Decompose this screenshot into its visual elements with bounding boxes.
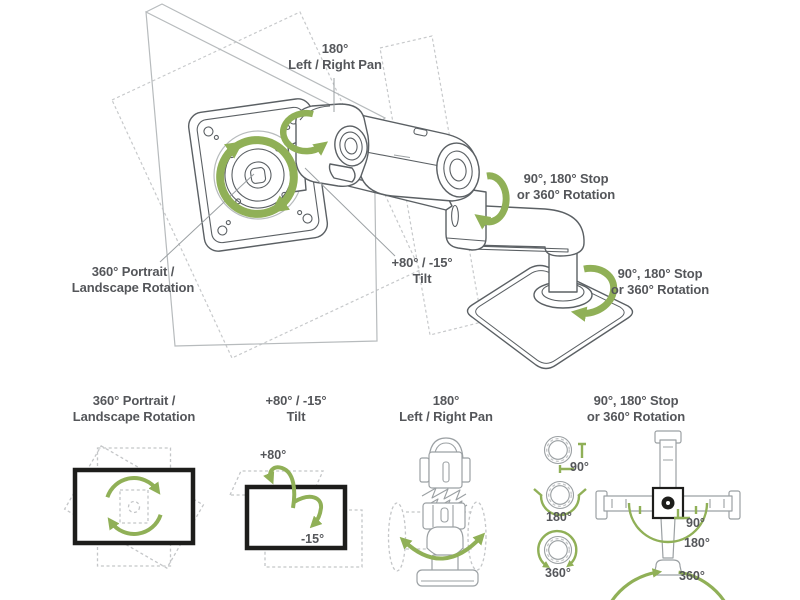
overhead-90-label: 90° [686, 516, 705, 530]
mini-tilt-diagram: +80° -15° [228, 448, 363, 568]
riser-column [533, 251, 593, 309]
label-tilt: +80° / -15° Tilt [342, 255, 502, 287]
label-tilt-line1: +80° / -15° [391, 255, 453, 270]
label-pan: 180° Left / Right Pan [255, 41, 415, 73]
ring-90-label: 90° [570, 460, 589, 474]
leader-lines [159, 78, 396, 263]
ring-360-label: 360° [545, 566, 571, 580]
base-arrow [570, 264, 618, 322]
mini-stops-diagram: 90° 180° 360° [533, 430, 741, 600]
pan-arrow [280, 109, 329, 156]
stop-ring-180: 180° [533, 480, 587, 524]
mini-tilt-title-line1: +80° / -15° [265, 393, 327, 408]
mini-rotation-diagram [63, 445, 205, 569]
elbow-joint [445, 185, 487, 251]
tilt-up-value: +80° [260, 448, 286, 462]
label-tilt-line2: Tilt [412, 271, 432, 286]
rotation-arrows [216, 109, 618, 322]
mini-tilt-title: +80° / -15° Tilt [216, 393, 376, 425]
label-base-stop: 90°, 180° Stop or 360° Rotation [580, 266, 740, 298]
label-pan-line2: Left / Right Pan [288, 57, 382, 72]
overhead-360-label: 360° [679, 569, 705, 583]
upper-arm-link [339, 113, 480, 211]
mini-tilt-title-line2: Tilt [286, 409, 306, 424]
label-portrait-rotation: 360° Portrait / Landscape Rotation [43, 264, 223, 296]
elbow-arrow [474, 172, 510, 230]
mini-pan-title-line2: Left / Right Pan [399, 409, 493, 424]
mini-rotation-title: 360° Portrait / Landscape Rotation [44, 393, 224, 425]
mini-stops-title-line2: or 360° Rotation [586, 409, 686, 424]
label-elbow-line2: or 360° Rotation [516, 187, 616, 202]
label-elbow-stop: 90°, 180° Stop or 360° Rotation [486, 171, 646, 203]
label-portrait-line2: Landscape Rotation [71, 280, 195, 295]
overhead-view: 90° 180° 360° [595, 430, 741, 600]
mini-pan-title-line1: 180° [432, 393, 460, 408]
label-portrait-line1: 360° Portrait / [91, 264, 175, 279]
stop-ring-90: 90° [543, 435, 589, 474]
plate-rotation-arrow [216, 141, 287, 218]
mini-stops-title: 90°, 180° Stop or 360° Rotation [556, 393, 716, 425]
mini-rotation-title-line1: 360° Portrait / [92, 393, 176, 408]
overhead-180-label: 180° [684, 536, 710, 550]
stop-ring-360: 360° [537, 529, 578, 580]
mini-pan-diagram [387, 437, 487, 587]
mini-rotation-title-line2: Landscape Rotation [72, 409, 196, 424]
plate-rotation-arrow [227, 136, 298, 213]
ring-180-label: 180° [546, 510, 572, 524]
mini-pan-title: 180° Left / Right Pan [366, 393, 526, 425]
tilt-down-value: -15° [301, 532, 324, 546]
mini-stops-title-line1: 90°, 180° Stop [593, 393, 679, 408]
label-pan-line1: 180° [321, 41, 349, 56]
label-base-line2: or 360° Rotation [610, 282, 710, 297]
label-base-line1: 90°, 180° Stop [617, 266, 703, 281]
label-elbow-line1: 90°, 180° Stop [523, 171, 609, 186]
